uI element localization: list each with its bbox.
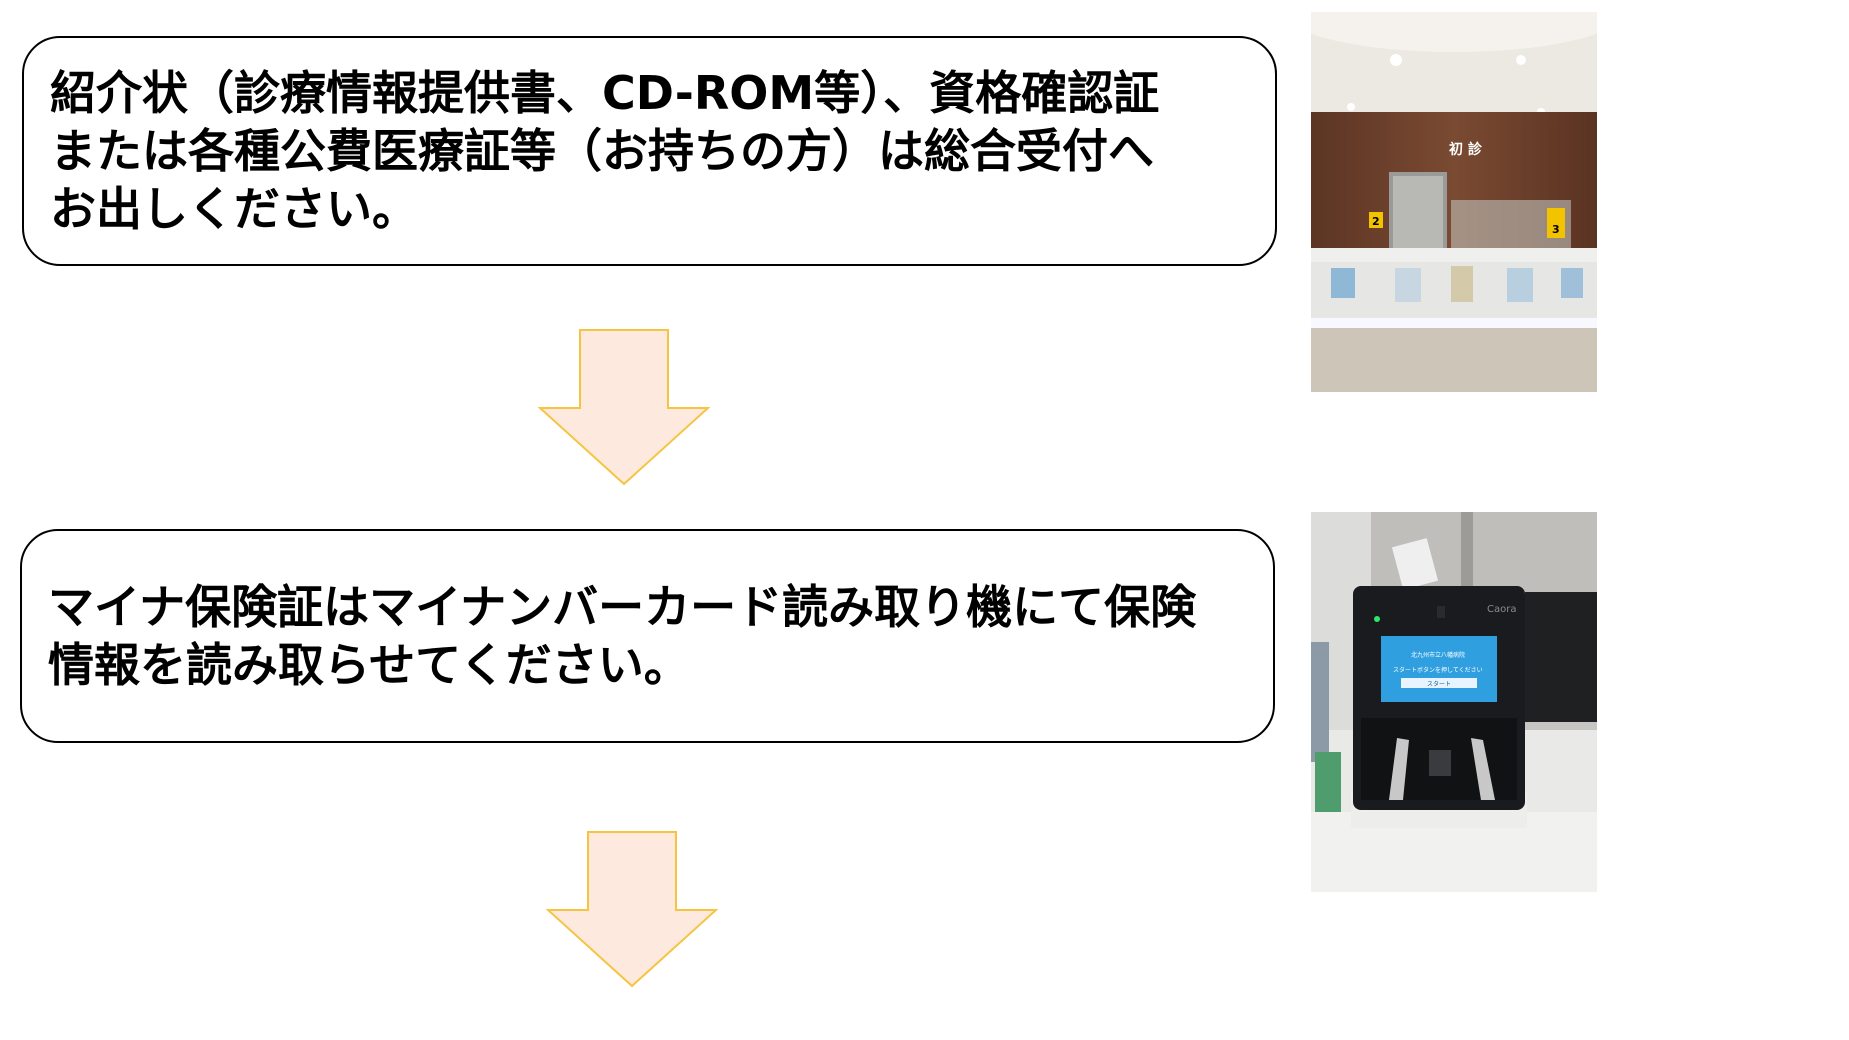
screen-hospital-name: 北九州市立八幡病院 <box>1411 651 1465 659</box>
counter-number-3: 3 <box>1552 223 1560 236</box>
down-arrow-icon <box>538 329 710 486</box>
reception-sign: 初 診 <box>1449 141 1483 158</box>
reception-counter-photo: 初 診 2 3 <box>1311 12 1597 392</box>
counter-number-2: 2 <box>1372 215 1380 228</box>
down-arrow-icon <box>546 831 718 988</box>
step-1-text: 紹介状（診療情報提供書、CD-ROM等）、資格確認証 または各種公費医療証等（お… <box>50 66 1160 236</box>
step-2-text: マイナ保険証はマイナンバーカード読み取り機にて保険 情報を読み取らせてください。 <box>48 580 1197 692</box>
reader-brand: Caora <box>1487 604 1516 615</box>
step-box-1: 紹介状（診療情報提供書、CD-ROM等）、資格確認証 または各種公費医療証等（お… <box>22 36 1277 266</box>
step-box-2: マイナ保険証はマイナンバーカード読み取り機にて保険 情報を読み取らせてください。 <box>20 529 1275 743</box>
screen-instruction: スタートボタンを押してください <box>1393 666 1483 674</box>
screen-start-button: スタート <box>1427 680 1451 688</box>
card-reader-photo: Caora 北九州市立八幡病院 スタートボタンを押してください スタート <box>1311 512 1597 892</box>
